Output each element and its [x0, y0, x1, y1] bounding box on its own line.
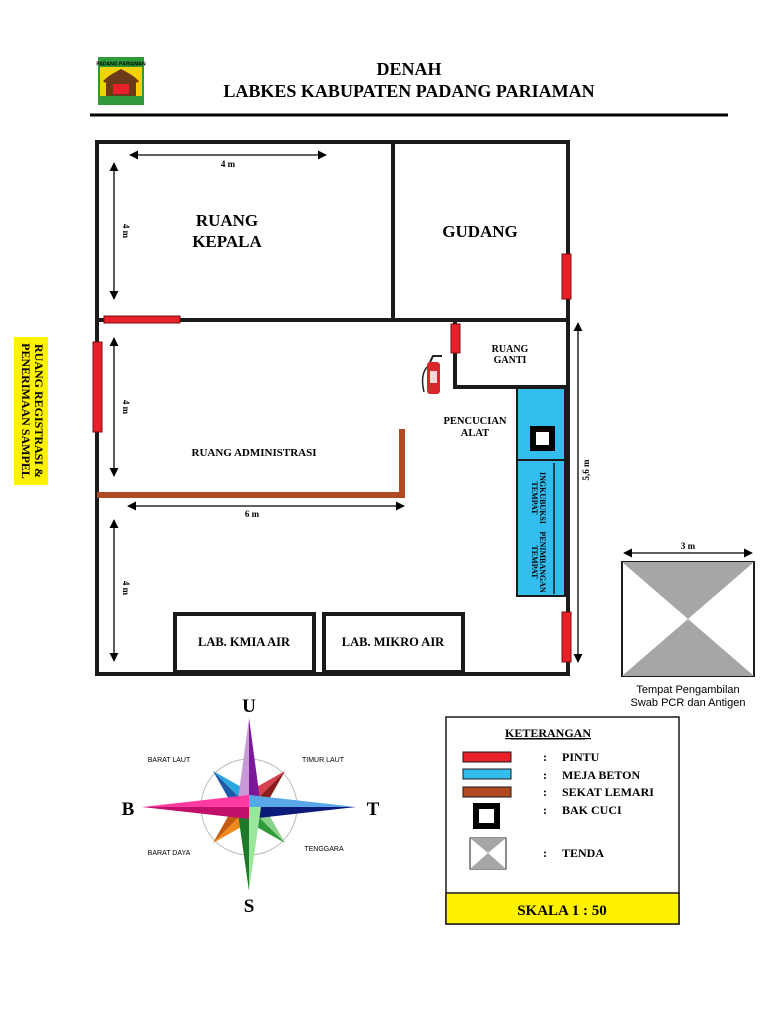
partition-cabinet	[97, 429, 405, 498]
legend-partition-swatch	[462, 786, 512, 798]
compass-north: U	[242, 696, 256, 717]
compass-northwest: BARAT LAUT	[148, 757, 191, 764]
incubation-label: TEMPAT INGKUBUKSI	[530, 472, 547, 524]
fire-extinguisher-icon	[421, 355, 442, 394]
dim-5-6m: 5,6 m	[581, 459, 591, 481]
dim-4m-left2: 4 m	[121, 400, 131, 415]
compass-east: T	[367, 799, 380, 820]
tent-caption-line2: Swab PCR dan Antigen	[631, 697, 746, 709]
legend-table-swatch	[462, 768, 512, 780]
dim-4m-left3: 4 m	[121, 581, 131, 596]
legend-tent-icon	[469, 837, 507, 870]
title-line2: LABKES KABUPATEN PADANG PARIAMAN	[223, 81, 594, 101]
lab-mikro-label: LAB. MIKRO AIR	[342, 635, 445, 649]
concrete-table	[516, 387, 566, 597]
room-ganti-line1: RUANG	[492, 344, 529, 355]
pencucian-line1: PENCUCIAN	[444, 416, 507, 427]
legend-title: KETERANGAN	[505, 726, 591, 740]
legend-label-partition: SEKAT LEMARI	[562, 785, 654, 799]
svg-text:INGKUBUKSI: INGKUBUKSI	[538, 472, 547, 524]
compass-west: B	[122, 799, 135, 820]
lab-kimia-label: LAB. KMIA AIR	[198, 635, 291, 649]
doors	[92, 253, 572, 663]
room-gudang: GUDANG	[442, 222, 518, 241]
svg-text:PENERIMAAN SAMPEL: PENERIMAAN SAMPEL	[19, 343, 33, 479]
compass-south: S	[244, 896, 255, 917]
compass-southwest: BARAT DAYA	[148, 850, 191, 857]
legend-label-sink: BAK CUCI	[562, 803, 622, 817]
room-kepala-line2: KEPALA	[192, 232, 262, 251]
tent-caption-line1: Tempat Pengambilan	[636, 684, 739, 696]
dim-6m: 6 m	[245, 509, 260, 519]
pencucian-line2: ALAT	[461, 428, 489, 439]
registrasi-label: RUANG REGISTRASI & PENERIMAAN SAMPEL	[14, 337, 48, 485]
dim-4m-left1: 4 m	[121, 224, 131, 239]
logo-text: PADANG PARIAMAN	[96, 62, 146, 68]
weighing-label: TEMPAT PENIMBANGAN	[530, 531, 547, 593]
svg-text:PENIMBANGAN: PENIMBANGAN	[538, 531, 547, 593]
compass-northeast: TIMUR LAUT	[302, 757, 345, 764]
dim-3m: 3 m	[681, 541, 696, 551]
lab-kimia-room: LAB. KMIA AIR	[173, 612, 316, 674]
svg-text:RUANG REGISTRASI &: RUANG REGISTRASI &	[32, 344, 46, 478]
legend-box: KETERANGAN : PINTU : MEJA BETON : SEKAT …	[445, 716, 680, 925]
compass-southeast: TENGGARA	[304, 846, 344, 853]
lab-mikro-room: LAB. MIKRO AIR	[322, 612, 465, 674]
compass-rose	[142, 718, 356, 891]
tent-icon	[621, 561, 755, 677]
dim-4m-top: 4 m	[221, 159, 236, 169]
scale-box	[445, 892, 680, 925]
svg-text:TEMPAT: TEMPAT	[530, 481, 539, 515]
legend-sep-4: :	[543, 803, 547, 817]
title-line1: DENAH	[376, 59, 441, 79]
legend-label-door: PINTU	[562, 750, 600, 764]
legend-label-tent: TENDA	[562, 846, 604, 860]
room-ganti-line2: GANTI	[494, 355, 527, 366]
legend-sep-1: :	[543, 750, 547, 764]
room-kepala-line1: RUANG	[196, 211, 258, 230]
room-administrasi: RUANG ADMINISTRASI	[192, 447, 317, 459]
legend-sep-2: :	[543, 768, 547, 782]
logo: PADANG PARIAMAN	[96, 57, 146, 105]
svg-text:TEMPAT: TEMPAT	[530, 545, 539, 579]
dimension-lines	[109, 150, 753, 663]
legend-sep-3: :	[543, 785, 547, 799]
legend-sink-icon	[473, 803, 500, 829]
legend-sep-5: :	[543, 846, 547, 860]
scale-label: SKALA 1 : 50	[517, 903, 607, 919]
legend-door-swatch	[462, 751, 512, 763]
legend-label-table: MEJA BETON	[562, 768, 640, 782]
